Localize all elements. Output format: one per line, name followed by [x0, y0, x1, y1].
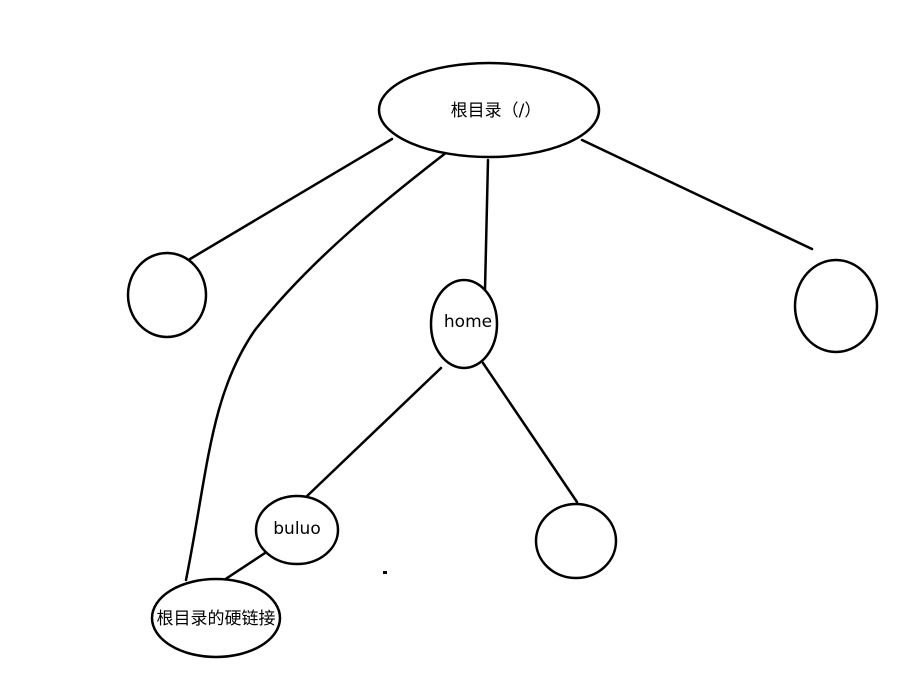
node-buluo [254, 494, 340, 566]
node-root-hardlink-label: 根目录的硬链接 [157, 609, 276, 629]
node-root-label: 根目录（/） [451, 101, 542, 121]
edge-buluo-hardlink [219, 551, 267, 584]
edge-root-hardlink-curve [184, 150, 449, 582]
stray-mark [383, 571, 387, 574]
node-home-label: home [444, 312, 492, 332]
node-buluo-label: buluo [273, 519, 320, 539]
edge-home-right-child [481, 361, 579, 504]
node-home-right-child [534, 502, 618, 580]
edge-root-right-child [580, 138, 814, 251]
edge-root-home [483, 158, 490, 292]
node-home [429, 278, 499, 370]
node-root-hardlink [150, 577, 282, 659]
node-root [377, 61, 601, 159]
edge-home-buluo [303, 366, 443, 500]
node-left-child [126, 251, 208, 339]
edge-root-left-child [188, 137, 394, 261]
node-right-child [793, 258, 879, 354]
